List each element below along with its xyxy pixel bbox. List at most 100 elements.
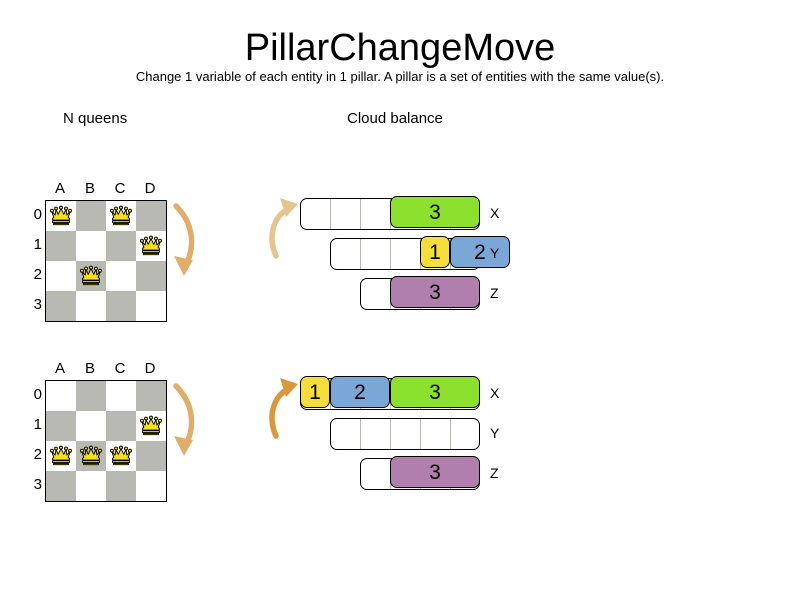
cloud-arrow-after-icon [269,378,298,439]
computer-label-y: Y [490,425,500,441]
cloud-row-y: Y [330,418,499,450]
board-cell-A1[interactable] [46,231,76,261]
file-label-b: B [84,360,95,377]
process-block-3[interactable]: 3 [390,276,480,309]
capacity-slot [361,419,391,449]
rank-label-column: 0 1 2 3 [27,200,45,320]
queen-icon [50,445,72,466]
board-cell-C3[interactable] [106,291,136,321]
process-block-3[interactable]: 3 [390,456,480,489]
file-label-c: C [114,360,126,377]
board-cell-D0[interactable] [136,381,166,411]
board-cell-D0[interactable] [136,201,166,231]
queen-icon [50,205,72,226]
file-label-d: D [144,360,156,377]
rank-label-1: 1 [33,236,42,253]
board-cell-A0[interactable] [46,381,76,411]
page-subtitle: Change 1 variable of each entity in 1 pi… [135,69,665,84]
capacity-slot [361,199,391,229]
rank-label-column: 0 1 2 3 [27,380,45,500]
board-grid [45,200,167,322]
board-cell-C1[interactable] [106,231,136,261]
board-arrow-after-icon [173,383,195,456]
board-cell-C1[interactable] [106,411,136,441]
file-label-row: A B C D [45,360,165,380]
board-cell-A3[interactable] [46,291,76,321]
queen-icon [140,415,162,436]
board-cell-A0[interactable] [46,201,76,231]
computer-label-z: Z [490,285,499,301]
rank-label-0: 0 [33,206,42,223]
capacity-slot [331,419,361,449]
rank-label-3: 3 [33,296,42,313]
process-block-1[interactable]: 1 [420,236,450,269]
queen-icon [80,265,102,286]
capacity-slot [361,239,391,269]
rank-label-2: 2 [33,266,42,283]
section-caption-nqueens: N queens [63,110,128,127]
board-cell-B0[interactable] [76,201,106,231]
board-cell-B2[interactable] [76,261,106,291]
board-cell-A2[interactable] [46,441,76,471]
board-cell-D3[interactable] [136,291,166,321]
board-cell-D1[interactable] [136,231,166,261]
board-cell-B2[interactable] [76,441,106,471]
queen-icon [80,445,102,466]
process-block-1[interactable]: 1 [300,376,330,409]
process-block-2[interactable]: 2 [450,236,510,269]
board-cell-B0[interactable] [76,381,106,411]
capacity-slot [421,419,451,449]
file-label-a: A [54,180,65,197]
file-label-d: D [144,180,156,197]
capacity-slot [391,419,421,449]
process-block-3[interactable]: 3 [390,196,480,229]
capacity-slot [331,239,361,269]
queen-icon [140,235,162,256]
queen-icon [110,445,132,466]
process-block-2[interactable]: 2 [330,376,390,409]
board-cell-D2[interactable] [136,261,166,291]
capacity-slot [391,239,421,269]
computer-label-z: Z [490,465,499,481]
board-cell-C2[interactable] [106,441,136,471]
capacity-slot [331,199,361,229]
computer-label-x: X [490,205,500,221]
board-cell-B1[interactable] [76,411,106,441]
process-block-3[interactable]: 3 [390,376,480,409]
board-cell-C0[interactable] [106,381,136,411]
capacity-slot [361,279,391,309]
capacity-slot [361,459,391,489]
page-title: PillarChangeMove [244,27,556,69]
board-cell-A3[interactable] [46,471,76,501]
board-cell-D1[interactable] [136,411,166,441]
board-cell-C2[interactable] [106,261,136,291]
computer-bar-y[interactable] [330,418,480,450]
rank-label-2: 2 [33,446,42,463]
section-caption-cloud: Cloud balance [347,110,443,127]
computer-label-y: Y [490,245,500,261]
board-cell-C3[interactable] [106,471,136,501]
file-label-a: A [54,360,65,377]
board-cell-B1[interactable] [76,231,106,261]
board-cell-B3[interactable] [76,291,106,321]
queen-icon [110,205,132,226]
file-label-b: B [84,180,95,197]
board-cell-D3[interactable] [136,471,166,501]
board-grid [45,380,167,502]
rank-label-0: 0 [33,386,42,403]
board-cell-A1[interactable] [46,411,76,441]
board-cell-B3[interactable] [76,471,106,501]
board-arrow-before-icon [173,203,195,276]
rank-label-3: 3 [33,476,42,493]
rank-label-1: 1 [33,416,42,433]
capacity-slot [451,419,479,449]
board-cell-D2[interactable] [136,441,166,471]
board-cell-C0[interactable] [106,201,136,231]
cloud-arrow-before-icon [269,198,298,259]
board-cell-A2[interactable] [46,261,76,291]
